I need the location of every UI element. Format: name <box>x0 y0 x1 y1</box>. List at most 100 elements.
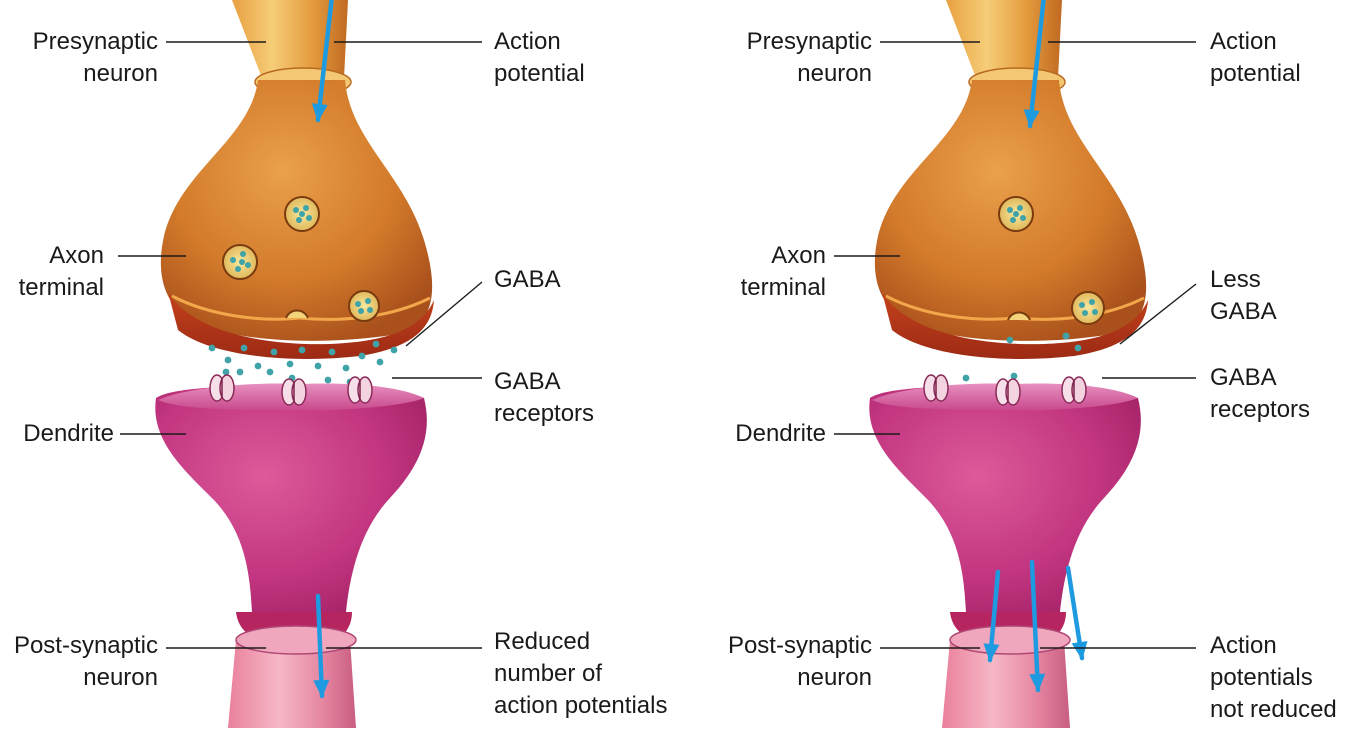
fusing-vesicle <box>285 309 309 319</box>
vesicle-1-gaba-0 <box>1007 207 1013 213</box>
dendrite <box>869 385 1141 612</box>
gaba-molecule-1 <box>1062 332 1070 340</box>
action-potential-arrow-center-shaft <box>1029 559 1041 693</box>
vesicle-3-gaba-1 <box>365 298 371 304</box>
reduced-action-potential-arrow-head <box>313 679 330 698</box>
vesicle-2 <box>1071 291 1105 325</box>
vesicle-1-gaba-3 <box>296 217 302 223</box>
postsynaptic-collar <box>235 625 357 655</box>
action-potential-arrow-right <box>1065 565 1088 661</box>
vesicle-2-gaba-0 <box>230 257 236 263</box>
label-reduced-action-potentials: Reduced number of action potentials <box>494 628 668 719</box>
vesicle-3-gaba-3 <box>358 308 364 314</box>
gaba-molecule-17 <box>266 368 274 376</box>
gaba-receptor-3 <box>1061 376 1087 404</box>
gaba-molecule-5 <box>286 360 294 368</box>
action-potential-arrow <box>1023 0 1046 129</box>
gaba-receptor-3 <box>347 376 373 404</box>
vesicle-1-gaba-2 <box>306 215 312 221</box>
gaba-molecule-4 <box>270 348 278 356</box>
vesicle-1-gaba-2 <box>1020 215 1026 221</box>
vesicle-3-gaba-0 <box>355 301 361 307</box>
gaba-molecule-6 <box>298 346 306 354</box>
gaba-receptor-1-right <box>933 374 949 402</box>
vesicle-3 <box>348 290 380 322</box>
gaba-molecule-10 <box>358 352 366 360</box>
label-postsynaptic-neuron-2: Post-synaptic neuron <box>727 632 872 691</box>
gaba-receptor-1 <box>923 374 949 402</box>
fusing-vesicle <box>1007 311 1031 321</box>
vesicle-2-gaba-4 <box>239 259 245 265</box>
gaba-molecule-0 <box>208 344 216 352</box>
gaba-molecule-2 <box>1074 344 1082 352</box>
gaba-molecule-15 <box>324 376 332 384</box>
gaba-molecule-18 <box>236 368 244 376</box>
axon-terminal-membrane <box>882 292 1148 359</box>
action-potential-arrow-left-head <box>983 643 1000 662</box>
label-dendrite-2: Dendrite <box>735 420 826 447</box>
vesicle-2 <box>222 244 258 280</box>
label-gaba: GABA <box>494 266 561 293</box>
action-potential-arrow-head <box>1023 109 1040 128</box>
vesicle-2-gaba-3 <box>1082 310 1088 316</box>
label-axon-terminal: Axon terminal <box>18 242 104 301</box>
gaba-molecule-0 <box>1006 336 1014 344</box>
gaba-receptor-2-right <box>1005 378 1021 406</box>
label-dendrite: Dendrite <box>23 420 114 447</box>
vesicle-1-gaba-1 <box>303 205 309 211</box>
synapse-panel-normal <box>155 0 434 728</box>
leader-gaba <box>405 281 483 347</box>
postsynaptic-axon <box>228 640 356 728</box>
action-potential-arrow-shaft <box>315 0 334 123</box>
vesicle-2-gaba-2 <box>245 262 251 268</box>
gaba-molecule-7 <box>314 362 322 370</box>
vesicle-1-gaba-3 <box>1010 217 1016 223</box>
vesicle-2-gaba-0 <box>1079 302 1085 308</box>
gaba-molecule-12 <box>376 358 384 366</box>
reduced-action-potential-arrow-shaft <box>315 593 325 699</box>
dendrite <box>155 385 427 612</box>
label-action-potential-2: Action potential <box>1210 28 1301 87</box>
vesicle-1-gaba-0 <box>293 207 299 213</box>
action-potential-arrow-shaft <box>1027 0 1046 129</box>
label-less-gaba: Less GABA <box>1210 266 1277 325</box>
vesicle-2-gaba-2 <box>1092 309 1098 315</box>
gaba-molecule-2 <box>240 344 248 352</box>
vesicle-1-gaba-4 <box>1013 211 1019 217</box>
gaba-receptor-3-right <box>357 376 373 404</box>
action-potential-arrow-right-head <box>1071 640 1088 660</box>
axon-terminal-membrane <box>168 292 434 359</box>
gaba-molecule-19 <box>222 368 230 376</box>
vesicle-1 <box>284 196 320 232</box>
label-presynaptic-neuron-2: Presynaptic neuron <box>746 28 872 87</box>
leader-less-gaba <box>1119 283 1197 345</box>
gaba-molecule-3 <box>962 374 970 382</box>
action-potential-arrow-center-head <box>1029 673 1046 692</box>
label-postsynaptic-neuron: Post-synaptic neuron <box>13 632 158 691</box>
action-potential-arrow-center <box>1029 559 1046 693</box>
presynaptic-axon <box>232 0 348 78</box>
gaba-receptor-1 <box>209 374 235 402</box>
gaba-molecule-1 <box>224 356 232 364</box>
presynaptic-axon <box>946 0 1062 78</box>
vesicle-2-membrane <box>1071 291 1105 325</box>
action-potential-arrow-head <box>311 103 328 122</box>
gaba-receptor-3-right <box>1071 376 1087 404</box>
gaba-receptor-2 <box>995 378 1021 406</box>
gaba-receptor-1-right <box>219 374 235 402</box>
label-gaba-receptors: GABA receptors <box>494 368 595 427</box>
vesicle-2-gaba-1 <box>1089 299 1095 305</box>
gaba-receptor-2-right <box>291 378 307 406</box>
vesicle-3-gaba-2 <box>367 307 373 313</box>
label-presynaptic-neuron: Presynaptic neuron <box>32 28 158 87</box>
gaba-molecule-8 <box>328 348 336 356</box>
synapse-panel-reduced <box>869 0 1148 728</box>
vesicle-2-gaba-3 <box>235 266 241 272</box>
gaba-molecule-11 <box>372 340 380 348</box>
gaba-receptor-2 <box>281 378 307 406</box>
gaba-molecule-9 <box>342 364 350 372</box>
gaba-molecule-4 <box>1010 372 1018 380</box>
label-gaba-receptors-2: GABA receptors <box>1210 364 1311 423</box>
vesicle-1-gaba-1 <box>1017 205 1023 211</box>
